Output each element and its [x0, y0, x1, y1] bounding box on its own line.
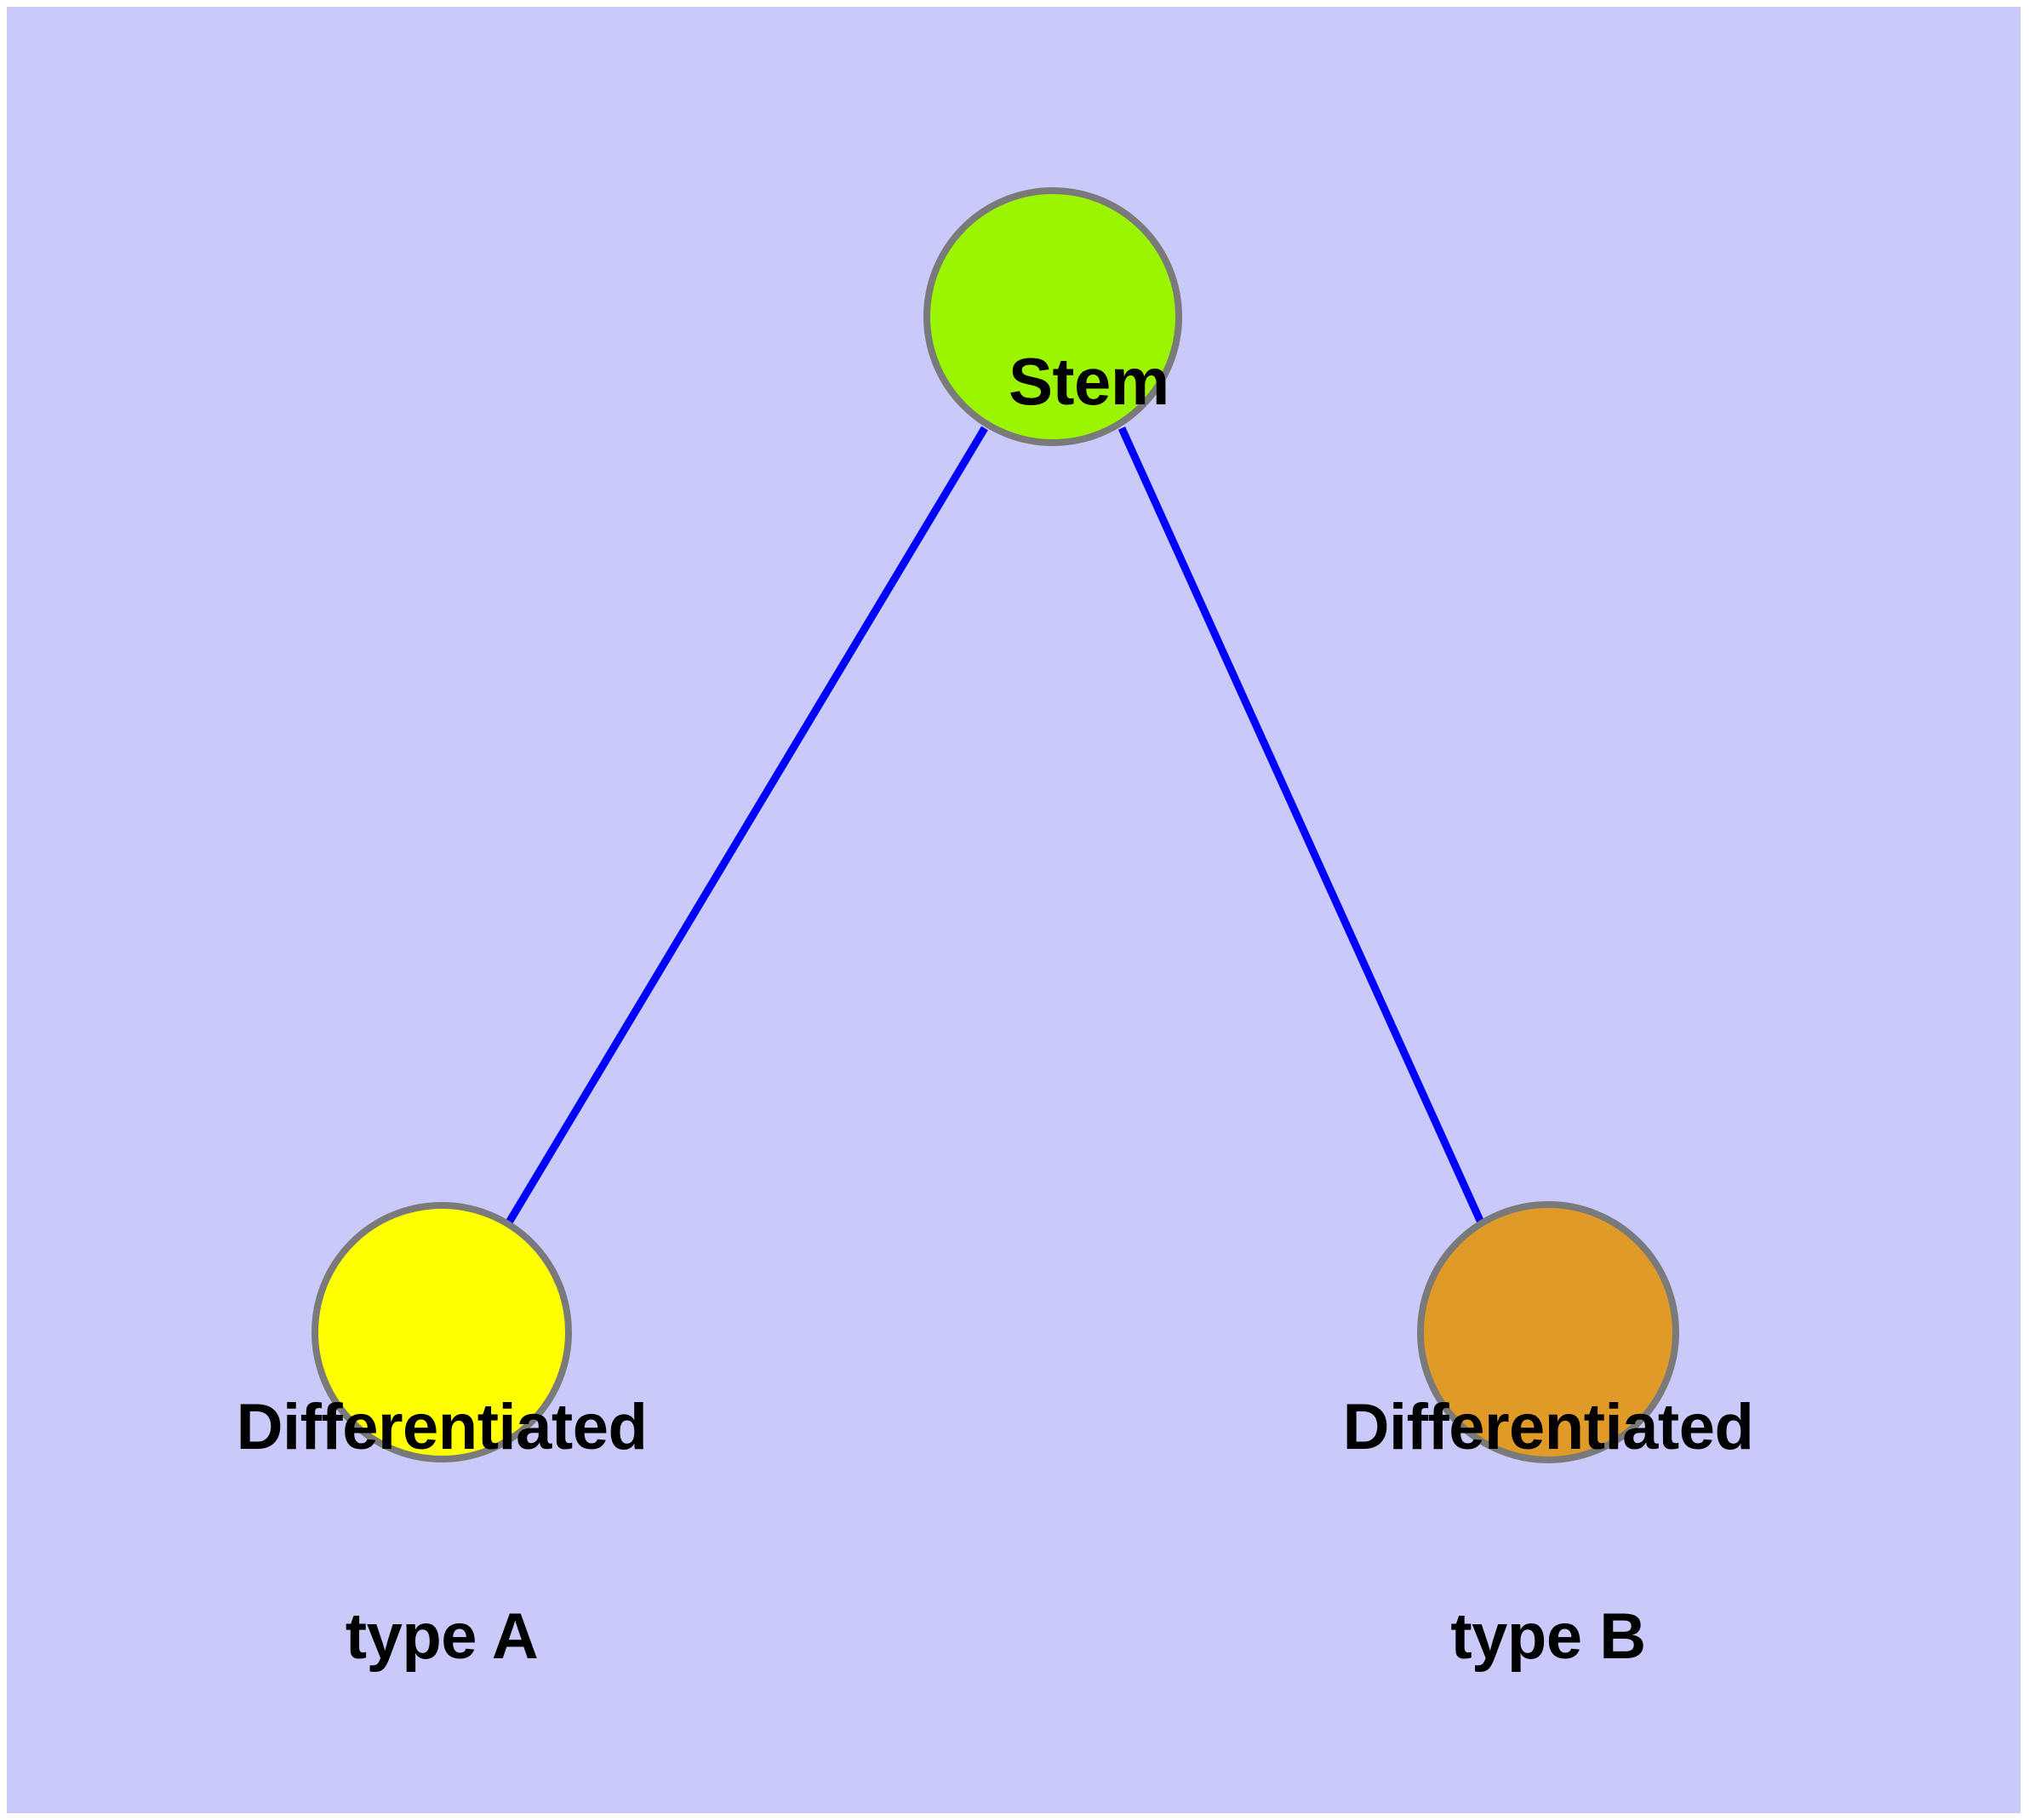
node-layer	[311, 187, 1679, 1463]
edge-stem-to-differentiated-b[interactable]	[1117, 426, 1485, 1224]
edge-stem-to-differentiated-a[interactable]	[506, 426, 988, 1225]
node-stem[interactable]	[923, 187, 1182, 446]
node-differentiated-type-a[interactable]	[311, 1202, 572, 1462]
edge-layer	[506, 426, 1485, 1225]
node-differentiated-type-b[interactable]	[1417, 1201, 1679, 1463]
